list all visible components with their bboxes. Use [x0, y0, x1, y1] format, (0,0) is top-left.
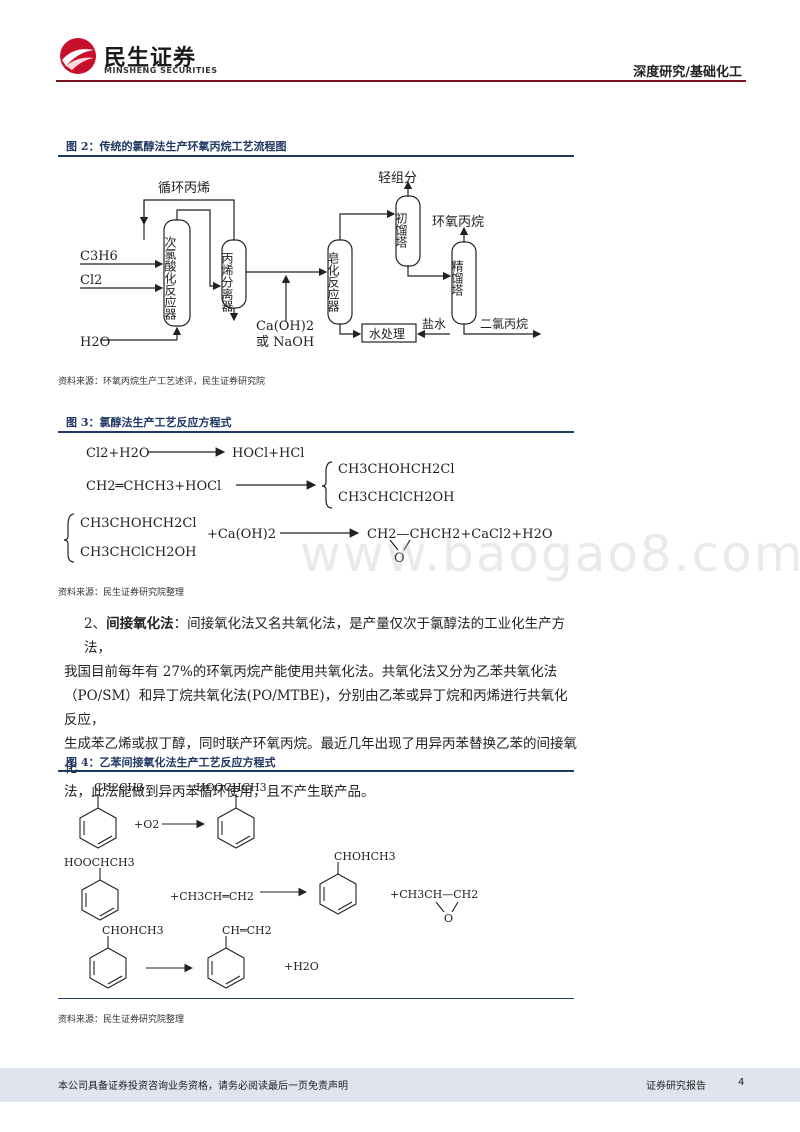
- paragraph-line-2: 我国目前每年有 27%的环氧丙烷产能使用共氧化法。共氧化法又分为乙苯共氧化法: [64, 664, 558, 680]
- paragraph-line-4: 生成苯乙烯或叔丁醇，同时联产环氧丙烷。最近几年出现了用异丙苯替换乙苯的间接氧化: [64, 736, 577, 776]
- eq3-right: CH2—CHCH2+CaCl2+H2O: [367, 527, 553, 542]
- label-dichloro: 二氯丙烷: [480, 317, 528, 331]
- label-reactor: 次氯酸化反应器: [163, 236, 177, 321]
- hydroperoxide-2: HOOCHCH3: [64, 856, 135, 869]
- water-treatment-box: [361, 323, 417, 343]
- paragraph-bold-term: 间接氧化法: [106, 616, 174, 632]
- figure-4-source: 资料来源：民生证券研究院整理: [58, 1015, 185, 1025]
- paragraph-line-3: （PO/SM）和异丁烷共氧化法(PO/MTBE)，分别由乙苯或异丁烷和丙烯进行共…: [64, 688, 568, 728]
- footer-bar: [0, 1068, 800, 1102]
- eq3-o: O: [394, 551, 405, 566]
- brand-name-en: MINSHENG SECURITIES: [104, 66, 218, 75]
- ethylbenzene-equations: CH2CH3 +O2 HOOCHCH3 HOOCHCH3 +CH3CH═CH2 …: [64, 781, 478, 989]
- eq2-prod1: CH3CHOHCH2Cl: [338, 462, 455, 477]
- eq1-right: HOCl+HCl: [232, 446, 304, 461]
- figure-4-rule: [58, 770, 574, 772]
- alcohol-product-2: CHOHCH3: [102, 924, 164, 937]
- hydroperoxide-1: HOOCHCH3: [196, 781, 267, 794]
- figure-4-bottom-rule: [58, 998, 574, 999]
- report-section: 深度研究/基础化工: [633, 65, 742, 80]
- figure-3-title: 图 3：氯醇法生产工艺反应方程式: [66, 416, 232, 429]
- eq1-left: Cl2+H2O: [86, 446, 150, 461]
- page-number: 4: [738, 1077, 745, 1088]
- label-naoh: 或 NaOH: [256, 335, 314, 350]
- paragraph-lead: 2、: [84, 616, 107, 632]
- eq2-left: CH2═CHCH3+HOCl: [86, 479, 221, 494]
- label-separator: 丙烯分离器: [220, 252, 234, 313]
- ethyl-group: CH2CH3: [94, 781, 144, 794]
- eq3-react1: CH3CHOHCH2Cl: [80, 516, 197, 531]
- figure-3-rule: [58, 431, 574, 433]
- label-caoh: Ca(OH)2: [256, 319, 314, 334]
- label-crude-tower: 初馏塔: [394, 212, 408, 249]
- propylene-oxide: +CH3CH—CH2: [390, 888, 478, 901]
- footer-disclaimer: 本公司具备证券投资咨询业务资格，请务必阅读最后一页免责声明: [58, 1081, 348, 1092]
- epoxide-oxygen: O: [444, 912, 453, 925]
- label-po: 环氧丙烷: [432, 215, 484, 230]
- label-cl2: Cl2: [80, 273, 102, 288]
- label-light: 轻组分: [378, 171, 417, 186]
- reaction-equations: Cl2+H2O HOCl+HCl CH2═CHCH3+HOCl CH3CHOHC…: [63, 446, 553, 566]
- eq3-plus: +Ca(OH)2: [207, 527, 276, 542]
- propene-reagent: +CH3CH═CH2: [170, 890, 254, 903]
- label-recycle: 循环丙烯: [158, 181, 210, 196]
- logo-icon: [60, 38, 96, 74]
- oxygen-reagent: +O2: [134, 818, 159, 831]
- figure-2-title: 图 2：传统的氯醇法生产环氧丙烷工艺流程图: [66, 140, 287, 153]
- figure-3-source: 资料来源：民生证券研究院整理: [58, 588, 185, 598]
- brand-name: 民生证券: [104, 46, 197, 71]
- paragraph-line-1: 2、间接氧化法：间接氧化法又名共氧化法，是产量仅次于氯醇法的工业化生产方法，: [84, 612, 580, 660]
- label-h2o: H2O: [80, 335, 110, 350]
- label-fine-tower: 精馏塔: [450, 260, 464, 297]
- water-product: +H2O: [284, 960, 319, 973]
- paragraph-text-1: ：间接氧化法又名共氧化法，是产量仅次于氯醇法的工业化生产方法，: [84, 616, 566, 656]
- label-c3h6: C3H6: [80, 249, 118, 264]
- process-flow-diagram: 循环丙烯 轻组分 环氧丙烷 C3H6 Cl2 H2O Ca(OH)2 或 NaO…: [80, 171, 542, 350]
- label-water: 水处理: [369, 327, 405, 341]
- eq3-react2: CH3CHClCH2OH: [80, 545, 197, 560]
- figure-2-source: 资料来源：环氧丙烷生产工艺述评，民生证券研究院: [58, 377, 266, 387]
- eq2-prod2: CH3CHClCH2OH: [338, 490, 455, 505]
- header-divider: [56, 80, 746, 82]
- styrene-group: CH═CH2: [222, 924, 272, 937]
- figure-2-rule: [58, 155, 574, 157]
- label-brine: 盐水: [422, 317, 446, 331]
- alcohol-product-1: CHOHCH3: [334, 850, 396, 863]
- body-paragraph: 2、间接氧化法：间接氧化法又名共氧化法，是产量仅次于氯醇法的工业化生产方法， 我…: [64, 612, 580, 804]
- paragraph-line-5: 法，此法能做到异丙苯循环使用，且不产生联产品。: [64, 784, 375, 800]
- footer-report-type: 证券研究报告: [646, 1081, 706, 1092]
- figure-4-title: 图 4：乙苯间接氧化法生产工艺反应方程式: [66, 756, 276, 769]
- label-saponifier: 皂化反应器: [326, 252, 340, 313]
- watermark: www.baogao8.com: [300, 525, 800, 583]
